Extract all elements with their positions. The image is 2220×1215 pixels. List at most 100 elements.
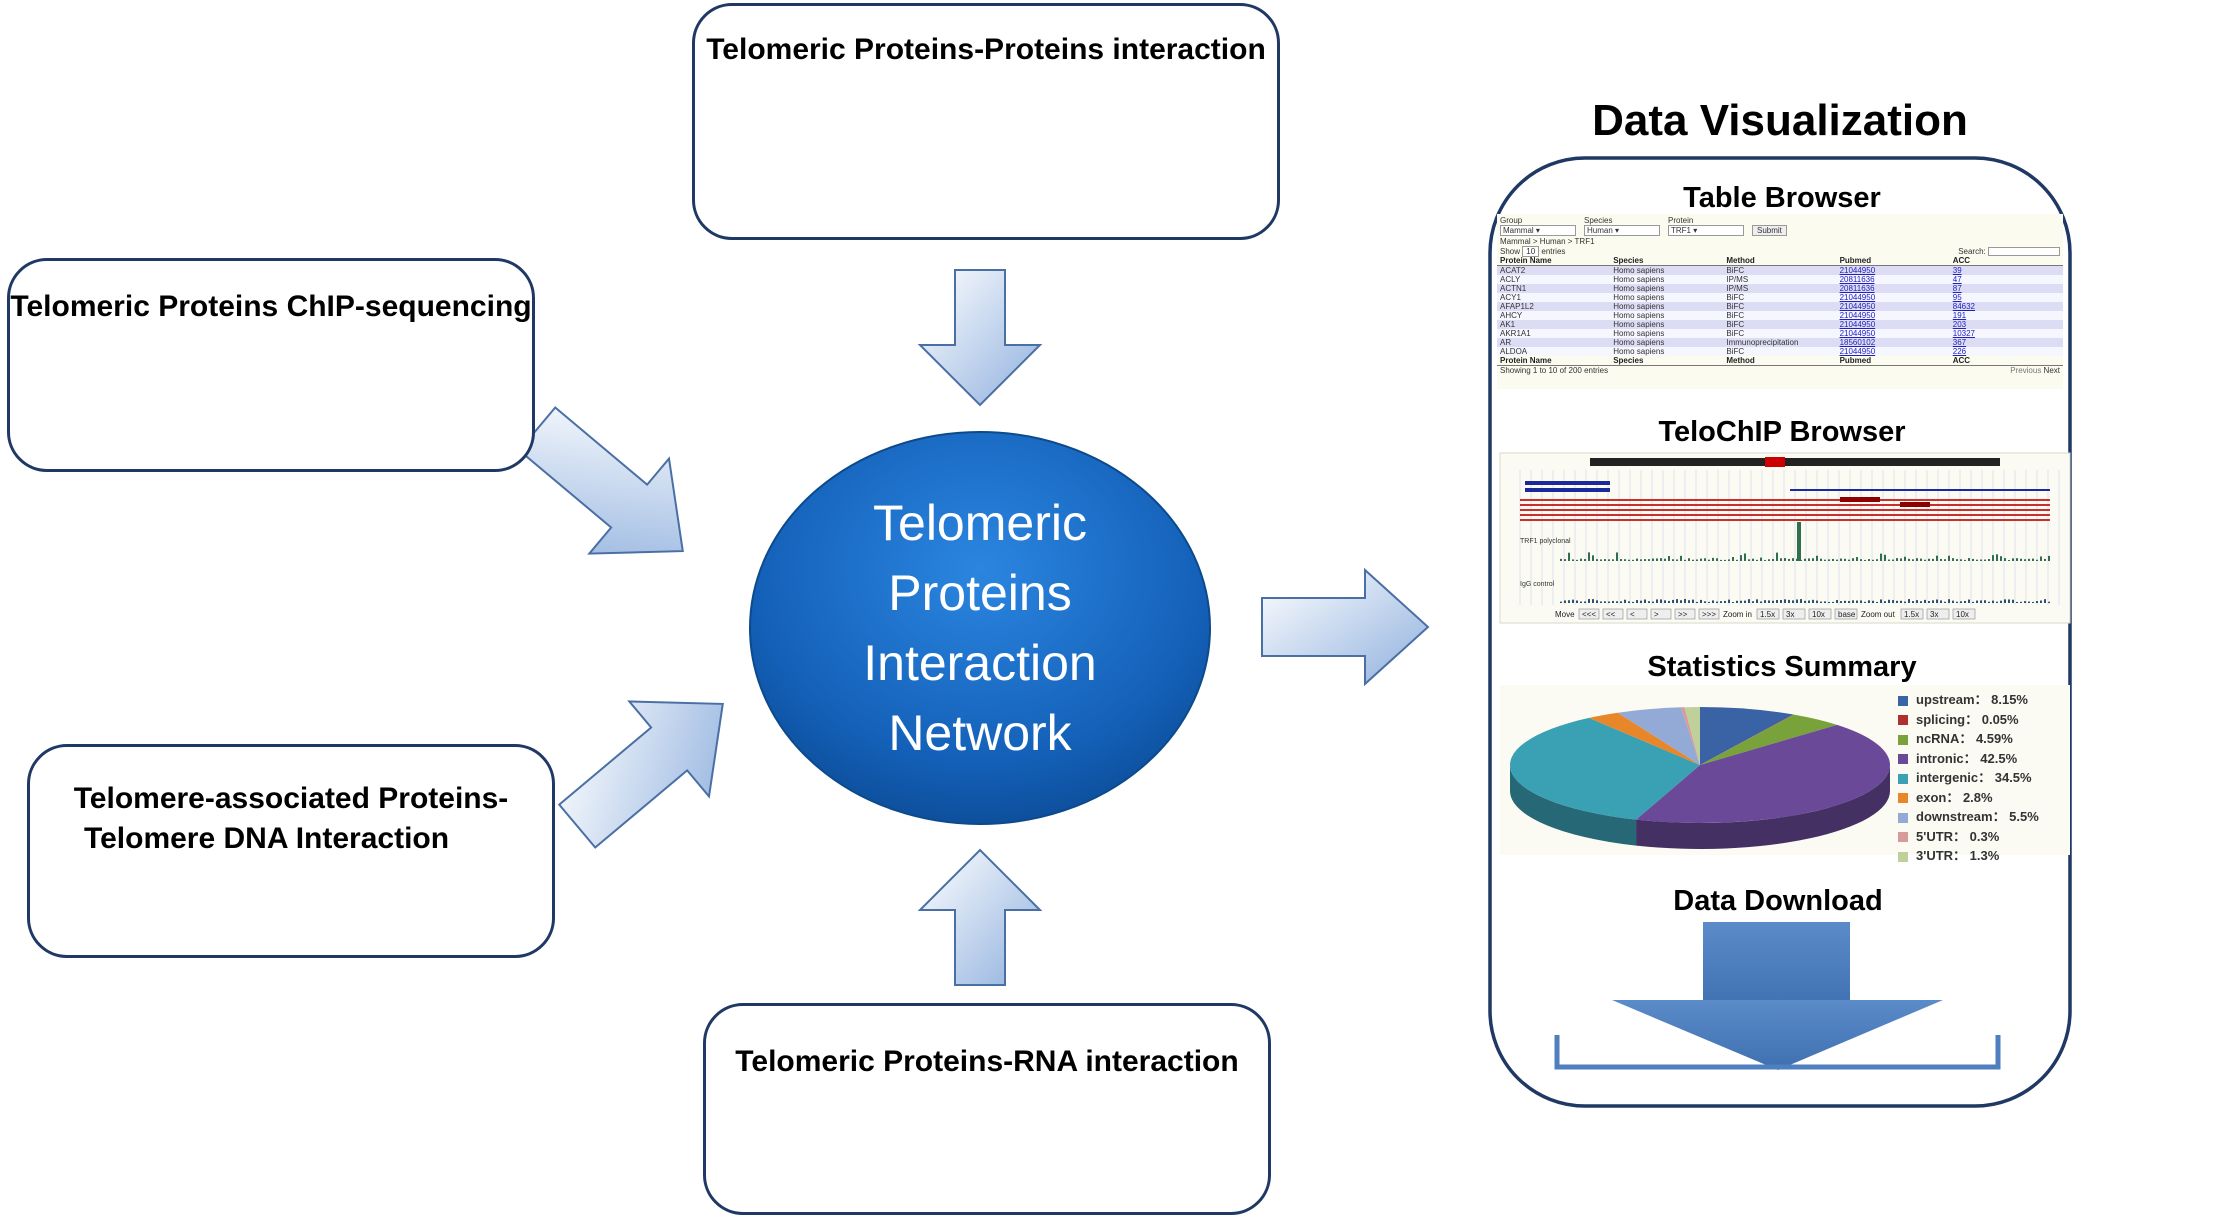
telochip-browser-view: TRF1 polyclonal IgG control Move<<<<<<>>… bbox=[1499, 452, 2071, 624]
signal-bar bbox=[2008, 559, 2010, 561]
nav-button[interactable] bbox=[1782, 608, 1806, 620]
filter-select[interactable]: TRF1 ▾ bbox=[1668, 225, 1744, 236]
table-cell-link[interactable]: 20811636 bbox=[1836, 284, 1950, 294]
column-header[interactable]: Protein Name bbox=[1497, 356, 1611, 367]
table-cell-link[interactable]: 95 bbox=[1949, 293, 2063, 303]
column-header[interactable]: Pubmed bbox=[1836, 356, 1950, 367]
table-cell-link[interactable]: 21044950 bbox=[1836, 265, 1950, 276]
right-arrow-icon bbox=[1261, 567, 1430, 687]
nav-button[interactable] bbox=[1926, 608, 1950, 620]
signal-peak bbox=[1797, 522, 1801, 561]
legend-item: ncRNA： 4.59% bbox=[1898, 728, 2013, 747]
signal-bar bbox=[1600, 559, 1602, 561]
signal-bar bbox=[1592, 599, 1594, 603]
table-cell-link[interactable]: 47 bbox=[1949, 275, 2063, 285]
signal-bar bbox=[1828, 601, 1830, 603]
table-cell-link[interactable]: 21044950 bbox=[1836, 347, 1950, 357]
signal-bar bbox=[1908, 599, 1910, 603]
signal-bar bbox=[1808, 558, 1810, 561]
submit-button[interactable]: Submit bbox=[1752, 225, 1787, 236]
center-title-line4: Network bbox=[888, 705, 1072, 761]
signal-bar bbox=[1880, 553, 1882, 561]
pager-next[interactable]: Next bbox=[2043, 366, 2060, 376]
table-cell-link[interactable]: 84632 bbox=[1949, 302, 2063, 312]
signal-bar bbox=[1768, 559, 1770, 561]
nav-button[interactable] bbox=[1626, 608, 1648, 620]
nav-button[interactable] bbox=[1578, 608, 1600, 620]
ideogram-marker bbox=[1765, 457, 1785, 467]
signal-bar bbox=[1680, 600, 1682, 603]
center-title-line3: Interaction bbox=[863, 635, 1096, 691]
table-cell-link[interactable]: 203 bbox=[1949, 320, 2063, 330]
column-header[interactable]: Pubmed bbox=[1836, 256, 1950, 267]
table-cell: Immunoprecipitation bbox=[1723, 338, 1837, 348]
signal-bar bbox=[1692, 559, 1694, 561]
column-header[interactable]: Species bbox=[1610, 256, 1724, 267]
signal-bar bbox=[2036, 559, 2038, 561]
signal-bar bbox=[1912, 601, 1914, 603]
legend-swatch bbox=[1898, 832, 1908, 843]
column-header[interactable]: ACC bbox=[1949, 256, 2063, 267]
signal-bar bbox=[1672, 599, 1674, 603]
search-input[interactable] bbox=[1988, 247, 2060, 257]
table-cell-link[interactable]: 226 bbox=[1949, 347, 2063, 357]
center-title-line1: Telomeric bbox=[873, 495, 1087, 551]
column-header[interactable]: ACC bbox=[1949, 356, 2063, 367]
signal-bar bbox=[1704, 558, 1706, 561]
signal-bar bbox=[1712, 557, 1714, 561]
nav-button[interactable] bbox=[1952, 608, 1976, 620]
filter-select[interactable]: Mammal ▾ bbox=[1500, 225, 1576, 236]
column-header[interactable]: Protein Name bbox=[1497, 256, 1611, 267]
nav-button[interactable] bbox=[1808, 608, 1832, 620]
nav-button-label: << bbox=[1606, 610, 1616, 619]
table-cell-link[interactable]: 21044950 bbox=[1836, 302, 1950, 312]
column-header[interactable]: Method bbox=[1723, 356, 1837, 367]
signal-bar bbox=[1656, 599, 1658, 603]
signal-bar bbox=[1776, 600, 1778, 603]
nav-button[interactable] bbox=[1650, 608, 1672, 620]
table-cell-link[interactable]: 21044950 bbox=[1836, 329, 1950, 339]
table-cell-link[interactable]: 10327 bbox=[1949, 329, 2063, 339]
signal-bar bbox=[1748, 599, 1750, 603]
nav-button[interactable] bbox=[1674, 608, 1696, 620]
show-entries[interactable]: Show 10 entries bbox=[1500, 246, 1565, 257]
table-search[interactable]: Search: bbox=[1958, 247, 2060, 257]
signal-bar bbox=[1896, 558, 1898, 561]
table-cell-link[interactable]: 21044950 bbox=[1836, 320, 1950, 330]
table-cell-link[interactable]: 20811636 bbox=[1836, 275, 1950, 285]
table-cell-link[interactable]: 21044950 bbox=[1836, 311, 1950, 321]
nav-button[interactable] bbox=[1602, 608, 1624, 620]
filter-select[interactable]: Human ▾ bbox=[1584, 225, 1660, 236]
signal-bar bbox=[1620, 601, 1622, 603]
ideogram-bar bbox=[1590, 458, 2000, 466]
table-cell-link[interactable]: 367 bbox=[1949, 338, 2063, 348]
table-cell-link[interactable]: 21044950 bbox=[1836, 293, 1950, 303]
signal-bar bbox=[1716, 601, 1718, 603]
nav-button[interactable] bbox=[1834, 608, 1858, 620]
table-cell: Homo sapiens bbox=[1610, 293, 1724, 303]
table-cell-link[interactable]: 39 bbox=[1949, 265, 2063, 276]
column-header[interactable]: Species bbox=[1610, 356, 1724, 367]
legend-label: 5'UTR： 0.3% bbox=[1916, 828, 2000, 844]
signal-bar bbox=[1644, 559, 1646, 561]
signal-bar bbox=[1812, 558, 1814, 561]
table-footer: Showing 1 to 10 of 200 entries Previous … bbox=[1497, 366, 2063, 375]
table-cell-link[interactable]: 191 bbox=[1949, 311, 2063, 321]
nav-button[interactable] bbox=[1900, 608, 1924, 620]
column-header[interactable]: Method bbox=[1723, 256, 1837, 267]
table-cell-link[interactable]: 87 bbox=[1949, 284, 2063, 294]
nav-button-label: < bbox=[1630, 610, 1635, 619]
table-cell-link[interactable]: 18560102 bbox=[1836, 338, 1950, 348]
nav-button[interactable] bbox=[1756, 608, 1780, 620]
nav-button[interactable] bbox=[1698, 608, 1720, 620]
signal-bar bbox=[1572, 559, 1574, 561]
chip-box: Telomeric Proteins ChIP-sequencing bbox=[7, 258, 535, 472]
signal-bar bbox=[1784, 599, 1786, 603]
signal-bar bbox=[1964, 600, 1966, 603]
pager-previous[interactable]: Previous bbox=[2010, 366, 2042, 376]
show-select[interactable]: 10 bbox=[1522, 246, 1540, 257]
